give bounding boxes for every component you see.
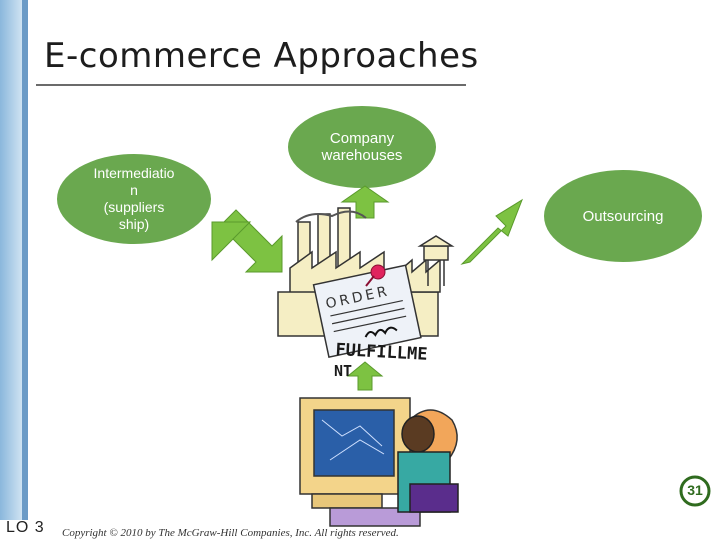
arrow-to-company-warehouses bbox=[340, 185, 390, 219]
title-underline bbox=[36, 84, 466, 86]
arrow-to-intermediation bbox=[211, 209, 283, 273]
pushpin-icon bbox=[365, 264, 386, 287]
slide-title: E-commerce Approaches bbox=[44, 36, 479, 76]
intermediation-node: Intermediatio n (suppliers ship) bbox=[57, 154, 211, 244]
outsourcing-node: Outsourcing bbox=[544, 170, 702, 262]
page-number: 31 bbox=[687, 482, 703, 498]
order-document-icon bbox=[312, 264, 422, 359]
outsourcing-label: Outsourcing bbox=[582, 207, 664, 225]
company-warehouses-label: Company warehouses bbox=[321, 130, 403, 164]
computer-user-icon bbox=[299, 397, 459, 527]
side-accent-bar bbox=[0, 0, 22, 520]
learning-objective-label: LO 3 bbox=[6, 519, 45, 536]
page-number-badge bbox=[679, 475, 711, 507]
company-warehouses-node: Company warehouses bbox=[288, 106, 436, 188]
intermediation-label: Intermediatio n (suppliers ship) bbox=[93, 165, 175, 232]
arrow-to-outsourcing bbox=[460, 198, 524, 265]
copyright-text: Copyright © 2010 by The McGraw-Hill Comp… bbox=[62, 527, 399, 539]
arrow-from-computer bbox=[346, 361, 384, 391]
fulfillment-label-line2: NT bbox=[334, 362, 353, 380]
side-accent-stripe bbox=[22, 0, 28, 520]
